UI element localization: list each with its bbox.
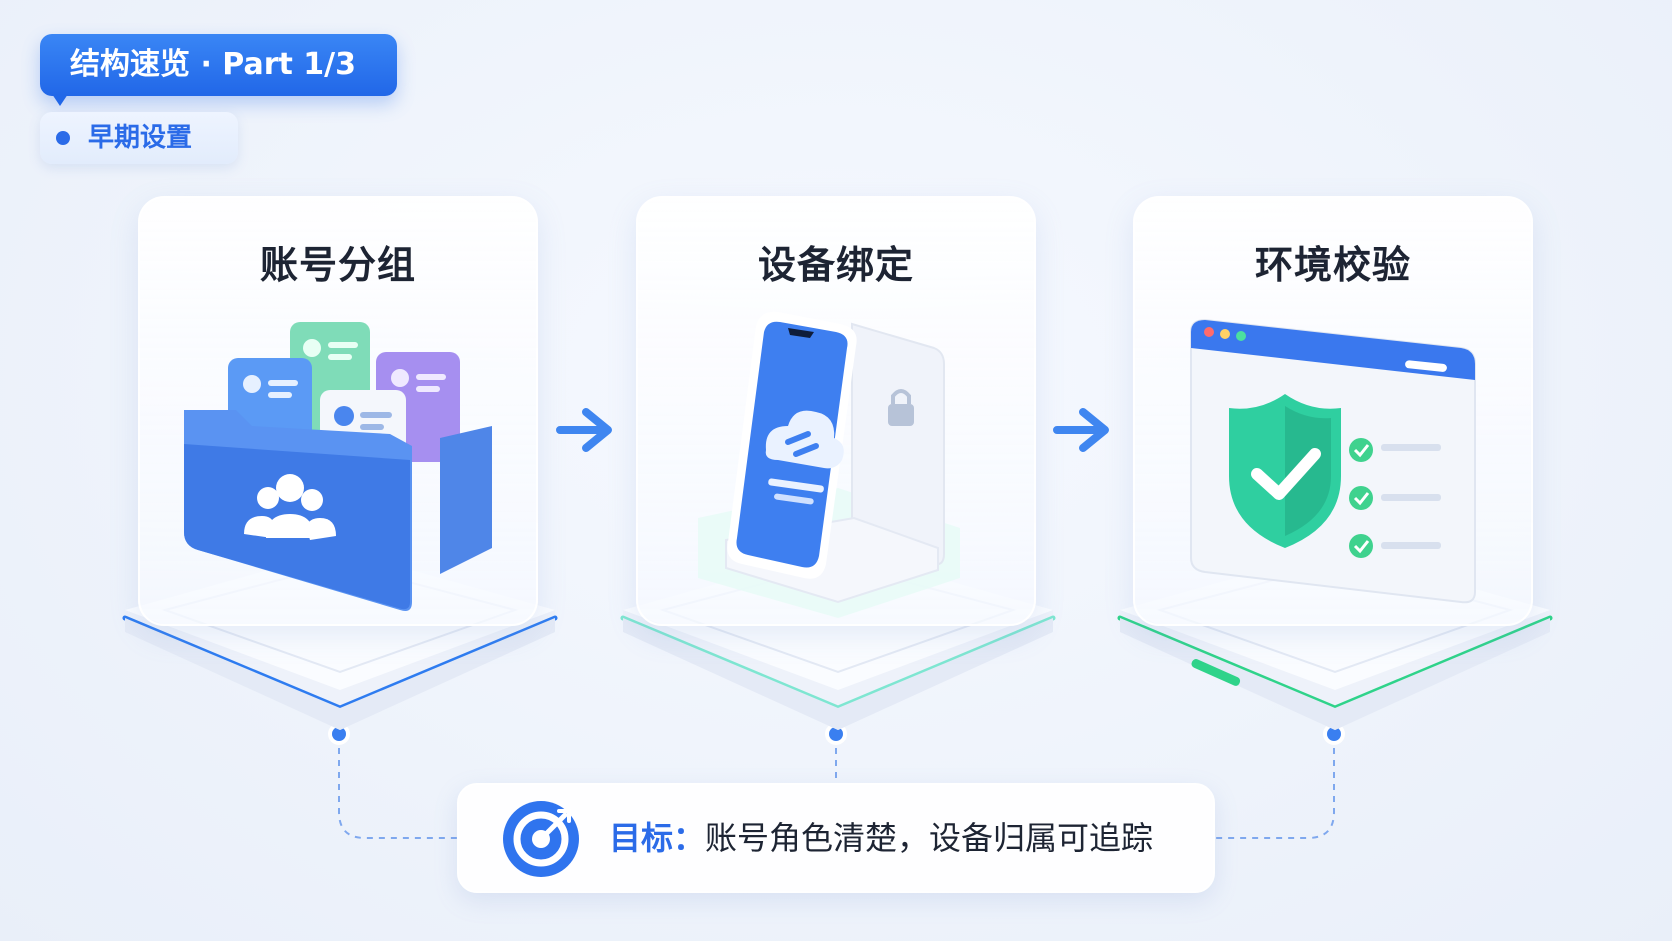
goal-body: 账号角色清楚，设备归属可追踪 [705,819,1154,857]
step-card-device-binding: 设备绑定 [636,196,1036,626]
arrow-right-icon [1053,408,1109,452]
step-card-account-group: 账号分组 [138,196,538,626]
phase-label: 早期设置 [88,123,193,153]
step-title: 账号分组 [259,243,416,287]
target-icon [503,801,579,877]
phase-tag: 早期设置 [40,112,238,164]
step-card-environment-check: 环境校验 [1133,196,1533,626]
goal-label: 目标： [609,819,706,857]
step-title: 环境校验 [1254,243,1411,287]
phone-link-icon [698,311,960,618]
goal-box: 目标：账号角色清楚，设备归属可追踪 [457,783,1215,893]
folder-group-icon [184,322,492,611]
arrow-right-icon [556,408,612,452]
step-title: 设备绑定 [757,243,914,287]
browser-shield-icon [1190,318,1476,604]
section-title-tag: 结构速览 · Part 1/3 [40,34,397,106]
phase-dot [56,131,70,145]
section-title: 结构速览 · Part 1/3 [70,47,356,82]
goal-text: 目标：账号角色清楚，设备归属可追踪 [609,785,1153,891]
